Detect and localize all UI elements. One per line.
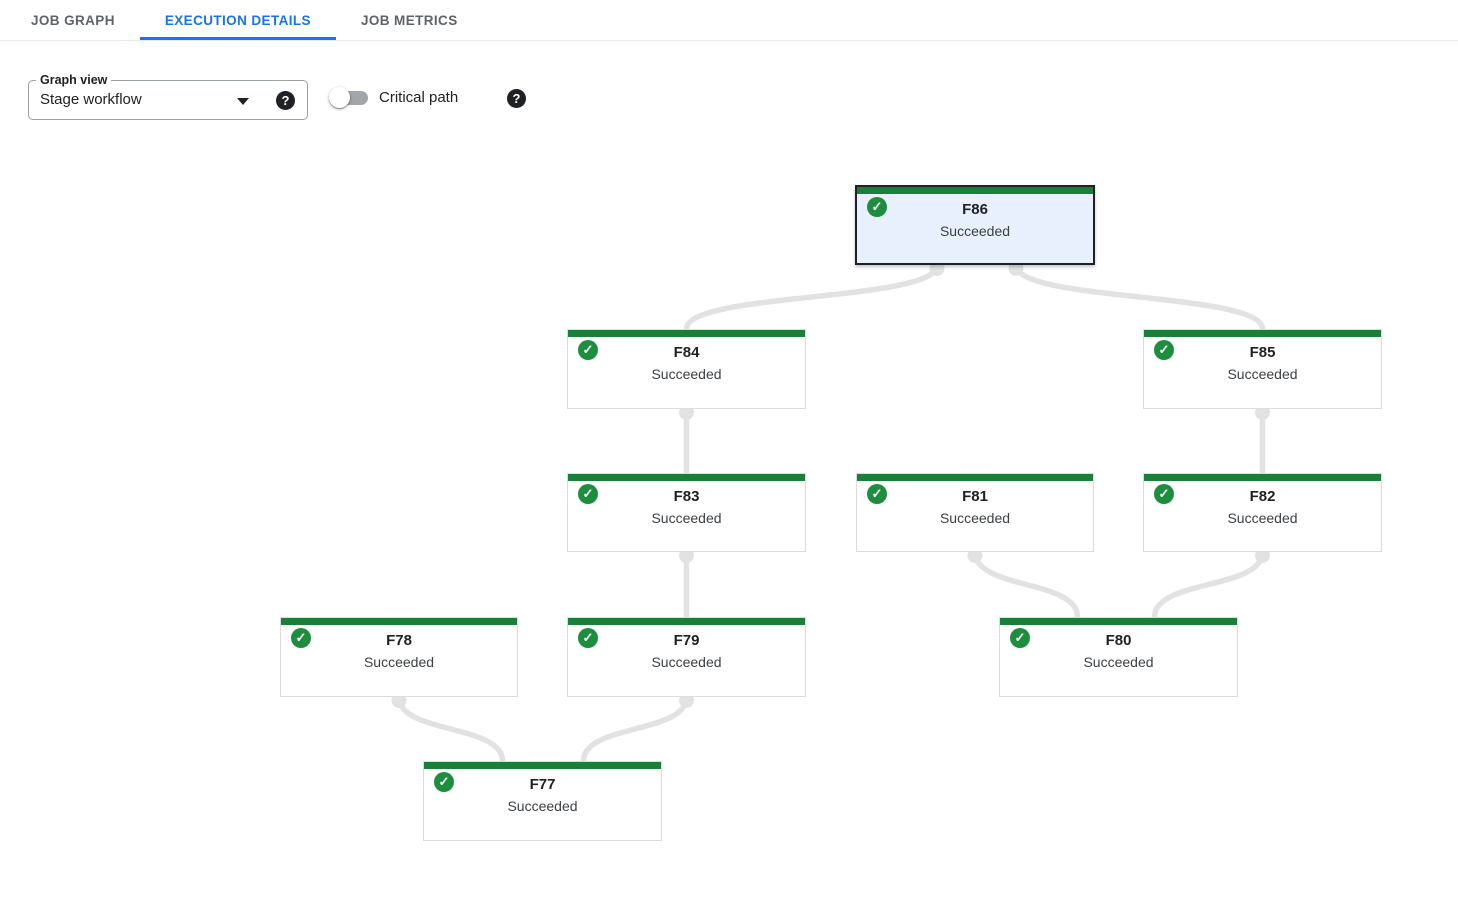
node-status-bar bbox=[424, 762, 661, 769]
check-circle-icon: ✓ bbox=[867, 484, 887, 504]
node-title: F86 bbox=[962, 201, 988, 218]
node-status-bar bbox=[281, 618, 517, 625]
tab-label: EXECUTION DETAILS bbox=[164, 12, 311, 28]
check-circle-icon: ✓ bbox=[1154, 340, 1174, 360]
graph-edge-F86-F85 bbox=[1013, 264, 1266, 330]
node-status-text: Succeeded bbox=[651, 510, 722, 526]
node-title: F84 bbox=[673, 344, 700, 361]
check-circle-icon: ✓ bbox=[1154, 484, 1174, 504]
node-title: F78 bbox=[386, 632, 412, 649]
node-status-bar bbox=[1000, 618, 1237, 625]
tab-bar: JOB GRAPH EXECUTION DETAILS JOB METRICS bbox=[0, 0, 1458, 41]
node-status-bar bbox=[568, 618, 805, 625]
node-title: F81 bbox=[962, 488, 988, 505]
graph-view-selected-value: Stage workflow bbox=[40, 91, 142, 108]
critical-path-help-icon[interactable]: ? bbox=[507, 89, 526, 108]
critical-path-label: Critical path bbox=[379, 89, 459, 106]
tab-job-metrics[interactable]: JOB METRICS bbox=[336, 0, 483, 40]
node-title: F82 bbox=[1249, 488, 1276, 505]
tab-label: JOB METRICS bbox=[360, 12, 458, 28]
graph-edge-F81-F80 bbox=[972, 551, 1081, 618]
toggle-thumb bbox=[329, 87, 350, 108]
node-title: F85 bbox=[1249, 344, 1276, 361]
graph-edge-F86-F84 bbox=[683, 264, 940, 330]
node-status-bar bbox=[857, 187, 1093, 194]
node-status-text: Succeeded bbox=[651, 366, 722, 382]
node-status-bar bbox=[568, 474, 805, 481]
node-status-text: Succeeded bbox=[363, 654, 435, 670]
node-status-text: Succeeded bbox=[1227, 510, 1298, 526]
node-title: F80 bbox=[1105, 632, 1132, 649]
graph-view-select[interactable]: Graph view Stage workflow ? bbox=[28, 72, 308, 120]
graph-edge-F78-F77 bbox=[396, 696, 506, 762]
node-status-bar bbox=[1144, 474, 1381, 481]
graph-edge-F82-F80 bbox=[1151, 551, 1266, 618]
check-circle-icon: ✓ bbox=[578, 628, 598, 648]
check-circle-icon: ✓ bbox=[578, 484, 598, 504]
graph-edge-F79-F77 bbox=[580, 696, 690, 762]
node-status-text: Succeeded bbox=[939, 510, 1011, 526]
node-status-text: Succeeded bbox=[1227, 366, 1298, 382]
node-title: F79 bbox=[673, 632, 700, 649]
graph-view-help-icon[interactable]: ? bbox=[276, 91, 295, 110]
node-status-bar bbox=[1144, 330, 1381, 337]
dropdown-caret-icon bbox=[237, 98, 249, 105]
node-status-bar bbox=[568, 330, 805, 337]
critical-path-toggle[interactable] bbox=[329, 87, 369, 108]
node-title: F83 bbox=[673, 488, 700, 505]
check-circle-icon: ✓ bbox=[1010, 628, 1030, 648]
graph-view-field-label: Graph view bbox=[36, 72, 112, 88]
node-status-text: Succeeded bbox=[507, 798, 578, 814]
node-status-bar bbox=[857, 474, 1093, 481]
check-circle-icon: ✓ bbox=[434, 772, 454, 792]
node-status-text: Succeeded bbox=[939, 223, 1011, 239]
tab-label: JOB GRAPH bbox=[31, 12, 115, 28]
tab-execution-details[interactable]: EXECUTION DETAILS bbox=[140, 0, 336, 40]
node-status-text: Succeeded bbox=[651, 654, 722, 670]
node-status-text: Succeeded bbox=[1083, 654, 1154, 670]
tab-job-graph[interactable]: JOB GRAPH bbox=[6, 0, 140, 40]
check-circle-icon: ✓ bbox=[291, 628, 311, 648]
check-circle-icon: ✓ bbox=[578, 340, 598, 360]
node-title: F77 bbox=[529, 776, 556, 793]
check-circle-icon: ✓ bbox=[867, 197, 887, 217]
